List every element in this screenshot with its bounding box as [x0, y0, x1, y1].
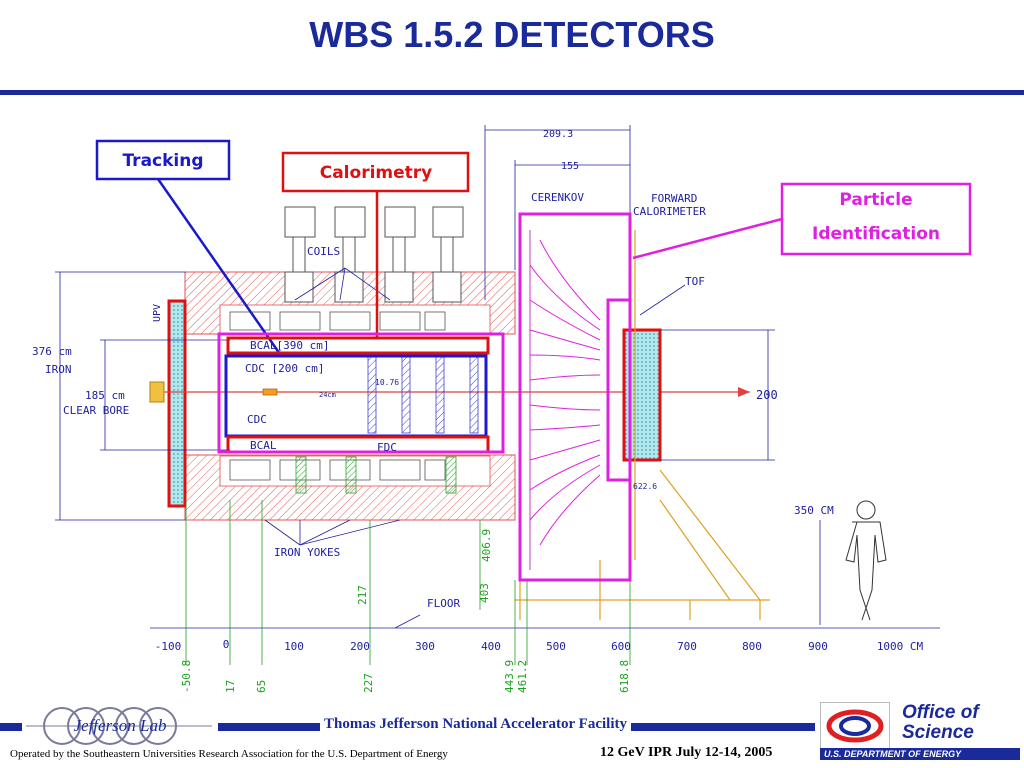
doe-office-of: Office of: [902, 702, 979, 723]
axis-tick-label: 200: [350, 640, 370, 653]
label-cdc-200: CDC [200 cm]: [245, 362, 324, 375]
label-dim-6226: 622.6: [633, 482, 657, 491]
axis-tick-label: 1000 CM: [877, 640, 924, 653]
footer-operated-by: Operated by the Southeastern Universitie…: [10, 748, 448, 760]
label-dim-155: 155: [561, 161, 579, 172]
support-stand: [515, 230, 770, 620]
label-cdc: CDC: [247, 413, 267, 426]
label-upv: UPV: [152, 304, 163, 322]
label-bcal-390: BCAL[390 cm]: [250, 339, 329, 352]
label-tof: TOF: [685, 275, 705, 288]
label-cerenkov: CERENKOV: [531, 191, 584, 204]
detector-diagram: Tracking Calorimetry Particle Identifica…: [32, 125, 972, 693]
jefferson-lab-wordmark: Jefferson Lab: [73, 716, 166, 735]
label-dim-350: 350 CM: [794, 504, 834, 517]
label-bore-185: 185 cm: [85, 389, 125, 402]
axis-below-label: 618.8: [618, 660, 631, 693]
axis-tick-label: 300: [415, 640, 435, 653]
label-forward-cal-1: FORWARD: [651, 192, 697, 205]
label-dim-200: 200: [756, 388, 778, 402]
green-extension-lines: [185, 500, 631, 665]
callout-particle-id-label-2: Identification: [812, 224, 940, 244]
callout-tracking: [95, 139, 488, 438]
fdc-packages: [367, 356, 479, 434]
axis-below-label: 227: [362, 673, 375, 693]
axis-tick-label: 600: [611, 640, 631, 653]
axis-below-label: 461.2: [516, 660, 529, 693]
human-scale-figure: [845, 500, 887, 621]
axis-tick-label: 700: [677, 640, 697, 653]
axis-tick-label: 100: [284, 640, 304, 653]
footer-band-left: [0, 723, 22, 731]
label-forward-cal-2: CALORIMETER: [633, 205, 706, 218]
label-dim-2093: 209.3: [543, 129, 573, 140]
axis-below-label: 65: [255, 680, 268, 693]
callout-particle-id-label-1: Particle: [839, 190, 912, 210]
axis-tick-label: 500: [546, 640, 566, 653]
axis-tick-label: 400: [481, 640, 501, 653]
axis-tick-label: 0: [223, 638, 230, 651]
doe-bar: [820, 748, 1020, 760]
dimension-lines: [55, 125, 940, 629]
axis-below-label: 443.9: [503, 660, 516, 693]
label-dim-403: 403: [478, 583, 491, 603]
label-fdc: FDC: [377, 441, 397, 454]
callout-calorimetry: [226, 151, 490, 454]
callout-particle-id: [217, 182, 972, 582]
footer-facility: Thomas Jefferson National Accelerator Fa…: [320, 716, 631, 733]
doe-office-of-science-logo: Office of Science U.S. DEPARTMENT OF ENE…: [820, 700, 1020, 762]
axis-below-label: -50.8: [180, 660, 193, 693]
doe-science: Science: [902, 722, 974, 743]
label-dim-24cm: 24cm: [319, 391, 336, 399]
axis-below-label: 17: [224, 680, 237, 693]
label-clear-bore: CLEAR BORE: [63, 404, 129, 417]
label-coils: COILS: [307, 245, 340, 258]
jefferson-lab-logo: Jefferson Lab: [22, 703, 218, 749]
page-title: WBS 1.5.2 DETECTORS: [309, 14, 715, 55]
cerenkov-mirrors: [529, 230, 601, 570]
label-iron: IRON: [45, 363, 72, 376]
label-dim-217: 217: [356, 585, 369, 605]
axis-tick-label: -100: [155, 640, 182, 653]
axis-tick-label: 900: [808, 640, 828, 653]
label-iron-yokes: IRON YOKES: [274, 546, 340, 559]
floor-axis: -100 0 100 200 300 400 500 600 700 800 900 1000 CM: [155, 638, 924, 653]
iron-yoke: [184, 271, 516, 521]
label-dim-4069: 406.9: [480, 529, 493, 562]
label-bcal: BCAL: [250, 439, 277, 452]
doe-emblem: [820, 702, 890, 750]
callout-tracking-label: Tracking: [122, 151, 203, 171]
label-floor: FLOOR: [427, 597, 460, 610]
label-dim-1076: 10.76: [375, 378, 399, 387]
callout-calorimetry-label: Calorimetry: [320, 163, 433, 183]
axis-tick-label: 800: [742, 640, 762, 653]
upv-detector: [167, 299, 187, 508]
doe-department: U.S. DEPARTMENT OF ENERGY: [824, 749, 962, 759]
footer-meeting: 12 GeV IPR July 12-14, 2005: [600, 745, 773, 760]
label-iron-376: 376 cm: [32, 345, 72, 358]
title-rule: [0, 90, 1024, 95]
